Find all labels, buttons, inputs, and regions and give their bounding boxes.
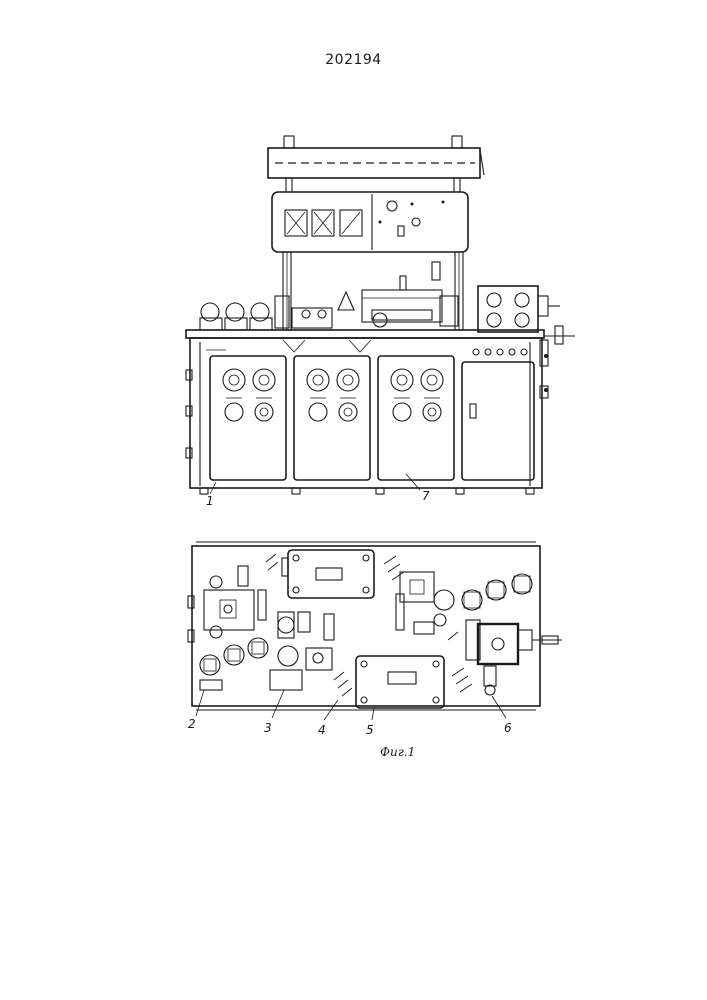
hatched-cutters <box>266 554 472 696</box>
figure-caption: Фиг.1 <box>380 745 415 759</box>
central-mechanism <box>270 594 446 690</box>
cabinet-top-mechanisms <box>200 262 560 332</box>
cabinet-door-3 <box>378 356 454 480</box>
overhead-beam <box>268 136 484 192</box>
cabinet-door-4 <box>462 349 534 480</box>
upper-cover-plate <box>282 550 374 598</box>
cabinet-feet <box>200 488 534 494</box>
cabinet-door-1 <box>210 356 286 480</box>
label-1: 1 <box>206 494 214 508</box>
left-drive-module <box>200 566 268 690</box>
label-7: 7 <box>422 489 430 503</box>
label-5: 5 <box>366 723 374 737</box>
label-6: 6 <box>504 721 512 735</box>
instrument-panel <box>272 192 468 252</box>
lower-cover-plate <box>356 656 444 708</box>
cabinet-body <box>186 338 548 488</box>
label-3: 3 <box>264 721 272 735</box>
front-view: 1 7 <box>186 136 575 508</box>
cabinet-door-2 <box>294 356 370 480</box>
label-4: 4 <box>318 723 326 737</box>
plan-view: 2 3 4 5 6 <box>188 542 562 737</box>
label-2: 2 <box>188 717 196 731</box>
